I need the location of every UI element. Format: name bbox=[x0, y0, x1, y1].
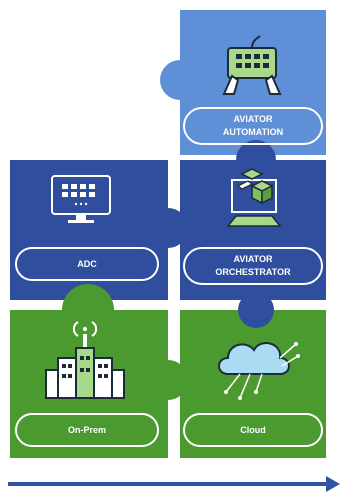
automation-label-line1: AVIATOR bbox=[233, 114, 273, 124]
orchestrator-piece-shape bbox=[180, 160, 326, 300]
automation-label-pill: AVIATOR AUTOMATION bbox=[183, 107, 323, 145]
orchestrator-label-line1: AVIATOR bbox=[233, 254, 273, 264]
orchestrator-label-pill: AVIATOR ORCHESTRATOR bbox=[183, 247, 323, 285]
cloud-label-pill: Cloud bbox=[183, 413, 323, 447]
keyboard-hands-icon bbox=[222, 35, 282, 95]
buildings-antenna-icon bbox=[45, 321, 125, 399]
automation-label-line2: AUTOMATION bbox=[223, 127, 283, 137]
cloud-top-notch bbox=[238, 292, 274, 328]
onprem-label: On-Prem bbox=[68, 425, 106, 435]
adc-label-pill: ADC bbox=[15, 247, 159, 281]
monitor-icon bbox=[51, 175, 111, 223]
orchestrator-label-line2: ORCHESTRATOR bbox=[215, 267, 291, 277]
right-arrow-icon bbox=[8, 476, 340, 492]
cloud-piece bbox=[180, 292, 326, 458]
cloud-circuit-icon bbox=[218, 342, 300, 400]
orchestrator-piece bbox=[180, 140, 326, 300]
adc-label: ADC bbox=[77, 259, 97, 269]
cloud-piece-shape bbox=[180, 310, 326, 458]
automation-piece bbox=[160, 10, 326, 155]
automation-piece-shape bbox=[160, 10, 326, 155]
cloud-label: Cloud bbox=[240, 425, 266, 435]
orchestrator-top-knob bbox=[236, 140, 276, 180]
onprem-label-pill: On-Prem bbox=[15, 413, 159, 447]
cube-stack-icon bbox=[226, 168, 282, 227]
